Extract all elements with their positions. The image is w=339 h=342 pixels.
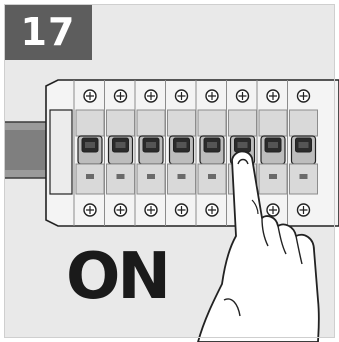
end-cap [50, 110, 72, 194]
step-badge: 17 [4, 4, 92, 60]
step-number: 17 [4, 4, 92, 60]
circuit-breaker-icon [46, 80, 339, 226]
on-state-label: ON [66, 232, 186, 322]
